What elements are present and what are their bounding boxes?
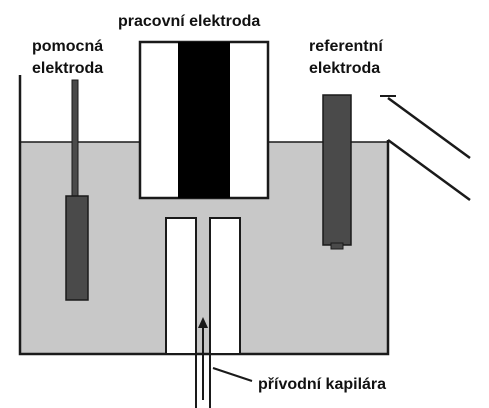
flow-arrow-head: [198, 317, 208, 328]
side-arm-tube: [387, 96, 471, 202]
capillary-holder-right: [209, 217, 241, 355]
auxiliary-electrode-wire: [71, 79, 79, 199]
reference-electrode-body: [322, 94, 352, 246]
inlet-capillary-leader-line: [212, 367, 253, 382]
capillary-holder-left: [165, 217, 197, 355]
auxiliary-electrode-plate: [65, 195, 89, 301]
working-electrode-core: [178, 42, 230, 198]
reference-electrode-tip: [330, 242, 344, 250]
auxiliary-electrode-label-line1: pomocná: [32, 38, 103, 55]
inlet-capillary-label: přívodní kapilára: [258, 376, 386, 393]
reference-electrode-label-line1: referentní: [309, 38, 383, 55]
working-electrode-label: pracovní elektroda: [118, 13, 260, 30]
auxiliary-electrode-label-line2: elektroda: [32, 60, 103, 77]
reference-electrode-label-line2: elektroda: [309, 60, 380, 77]
